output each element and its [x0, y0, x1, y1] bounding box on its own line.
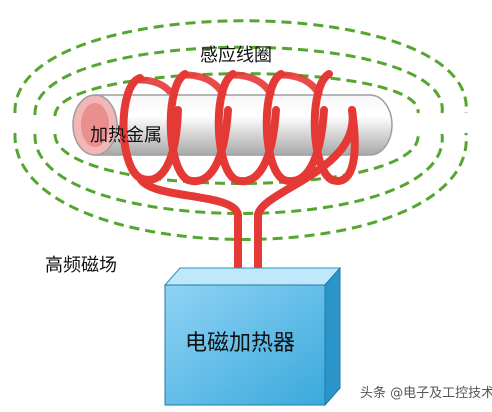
coil-lead-right [254, 106, 357, 276]
metal-label: 加热金属 [90, 125, 162, 146]
field-line-outer-bottom [13, 132, 468, 241]
field-line-outer-top [13, 19, 468, 114]
coil-turn-5 [310, 70, 359, 185]
coil-label: 感应线圈 [200, 45, 272, 66]
heater-label: 电磁加热器 [185, 331, 296, 356]
magnetic-field-label: 高频磁场 [45, 255, 117, 276]
coil-lead-left [136, 174, 242, 276]
watermark: 头条 @电子及工控技术 [360, 386, 492, 401]
heater-box [163, 266, 342, 407]
field-line-mid-top [33, 45, 444, 116]
induction-coil [119, 70, 359, 276]
